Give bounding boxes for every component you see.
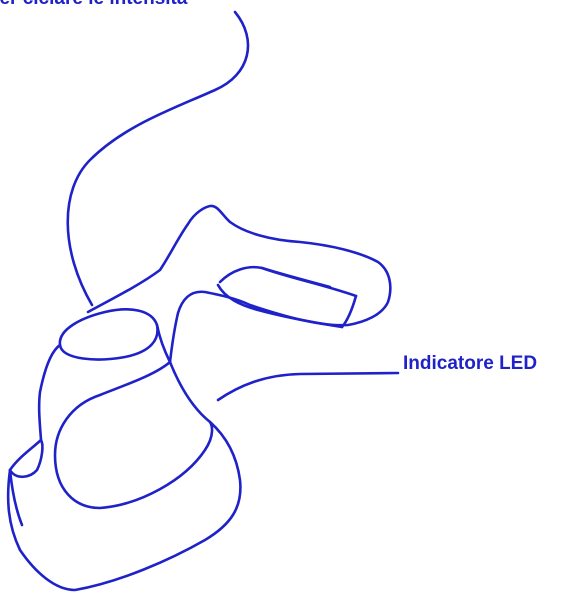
device-left-foot xyxy=(8,438,44,479)
label-cycle-intensity: e per ciclare le intensità xyxy=(0,0,187,10)
device-base-left-line xyxy=(8,468,24,527)
top-ring xyxy=(218,265,358,298)
leader-line-top xyxy=(66,10,250,307)
label-led-indicator: Indicatore LED xyxy=(403,353,538,374)
leader-line-led xyxy=(216,371,400,402)
handle-oval xyxy=(58,308,159,361)
device-inner-cup xyxy=(53,360,214,510)
top-ring-right-edge xyxy=(340,294,358,329)
device-lower-body xyxy=(6,360,242,592)
device-neck xyxy=(155,323,172,364)
device-body-outline xyxy=(86,204,392,364)
top-ring-edge xyxy=(260,266,332,289)
top-ring-inner xyxy=(216,283,344,329)
device-left-body xyxy=(8,343,62,472)
